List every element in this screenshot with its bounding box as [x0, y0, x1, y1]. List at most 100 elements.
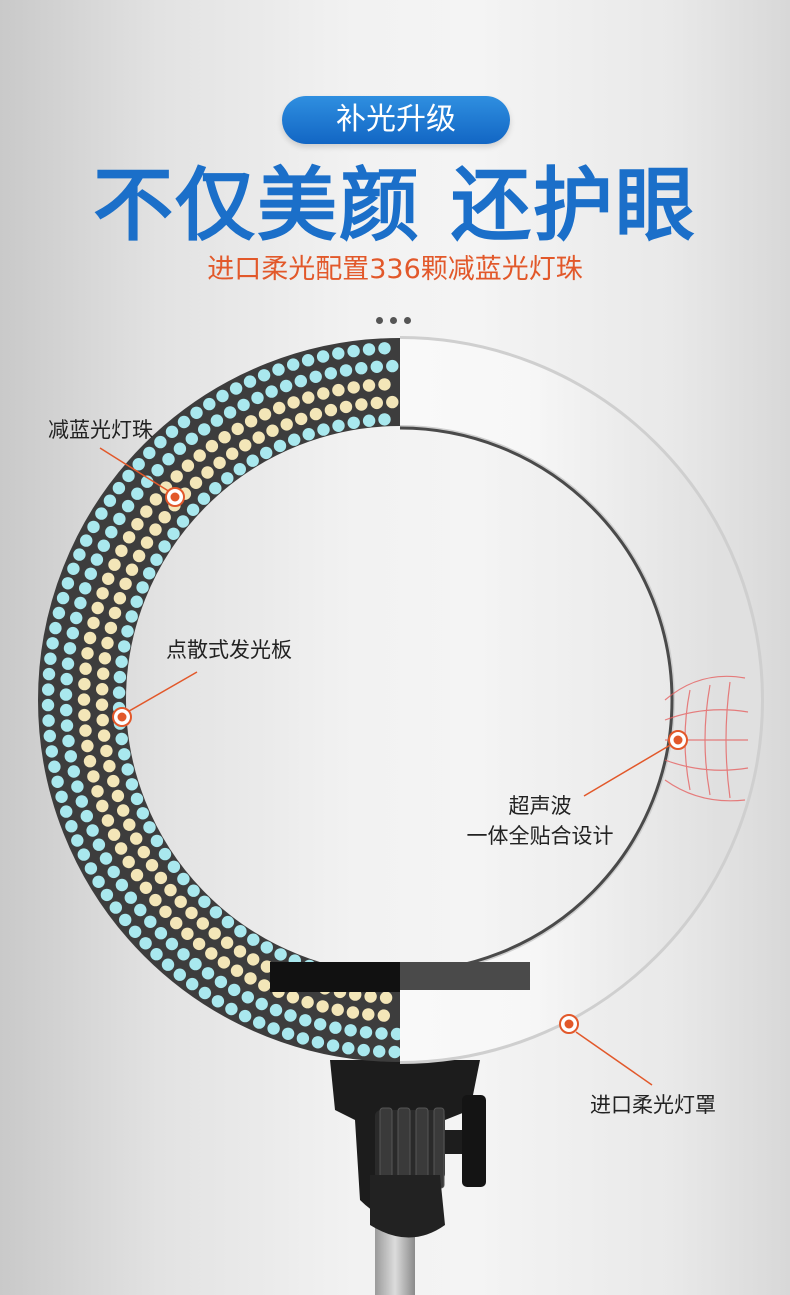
led-bead [186, 503, 200, 516]
led-bead [113, 670, 127, 684]
led-bead [100, 888, 114, 902]
led-bead [118, 640, 131, 653]
led-bead [71, 834, 84, 847]
led-bead [130, 868, 144, 882]
led-bead [198, 895, 211, 908]
led-bead [246, 454, 259, 467]
led-bead [309, 407, 323, 421]
led-bead [131, 518, 144, 531]
led-bead [62, 734, 75, 748]
led-bead [150, 553, 163, 566]
led-bead [379, 991, 393, 1004]
led-bead [41, 698, 55, 712]
led-bead [177, 415, 191, 429]
led-bead [79, 582, 92, 595]
led-bead [288, 433, 301, 446]
callout-ultrasonic-line1: 超声波 [508, 794, 572, 818]
led-bead [280, 418, 293, 431]
led-bead [101, 814, 115, 827]
led-bead [309, 370, 322, 383]
led-bead [302, 428, 315, 441]
led-bead [332, 383, 345, 397]
led-bead [112, 686, 126, 699]
led-bead [302, 391, 315, 404]
pagination-dots [376, 317, 416, 325]
led-bead [257, 369, 271, 382]
led-bead [177, 948, 190, 961]
led-bead [134, 903, 147, 917]
led-bead [274, 948, 287, 961]
led-bead [159, 905, 172, 918]
led-bead [162, 453, 175, 466]
led-bead [317, 387, 330, 400]
led-bead [83, 755, 97, 768]
led-bead [117, 804, 130, 817]
led-bead [95, 698, 109, 711]
led-bead [107, 774, 120, 788]
led-bead [214, 975, 228, 989]
led-bead [97, 729, 111, 742]
led-bead [210, 414, 224, 427]
led-bead [59, 688, 73, 701]
led-bead [370, 396, 383, 410]
led-bead [238, 1009, 252, 1023]
led-bead [143, 567, 156, 580]
led-bead [118, 748, 131, 761]
led-bead [67, 562, 80, 575]
led-bead [45, 745, 58, 758]
led-bead [331, 1003, 344, 1016]
led-bead [101, 636, 114, 650]
led-bead [244, 972, 257, 985]
page-subtitle: 进口柔光配置336颗减蓝光灯珠 [207, 254, 583, 285]
led-bead [78, 677, 91, 691]
led-bead [141, 475, 154, 488]
led-bead [190, 406, 203, 419]
led-bead [124, 891, 137, 904]
led-bead [119, 577, 132, 590]
led-bead [170, 916, 183, 930]
knob-stem [445, 1130, 465, 1154]
led-bead [279, 379, 293, 393]
led-bead [42, 683, 55, 696]
led-bead [136, 581, 149, 594]
led-bead [241, 991, 254, 1004]
led-bead [170, 470, 183, 483]
led-bead [66, 626, 80, 640]
led-bead [154, 871, 168, 885]
led-bead [258, 979, 271, 992]
led-bead [273, 401, 286, 415]
led-bead [185, 432, 198, 445]
led-bead [51, 775, 64, 788]
led-bead [77, 848, 91, 861]
led-bead [115, 878, 129, 892]
led-bead [299, 1014, 312, 1027]
led-bead [60, 672, 73, 686]
led-bead [97, 539, 111, 552]
led-bead [357, 1043, 370, 1057]
led-bead [377, 1009, 390, 1022]
led-bead [329, 1021, 342, 1034]
led-bead [221, 915, 235, 929]
led-bead [55, 790, 68, 803]
led-bead [71, 780, 84, 793]
led-bead [362, 343, 376, 356]
led-bead [43, 729, 56, 743]
led-bead [158, 511, 171, 524]
led-bead [355, 398, 368, 411]
led-bead [294, 374, 307, 388]
callout-led-beads: 减蓝光灯珠 [48, 418, 153, 442]
led-bead [90, 553, 104, 566]
led-bead [122, 469, 135, 483]
led-bead [220, 936, 234, 949]
led-bead [87, 520, 100, 534]
led-bead [96, 683, 109, 696]
led-bead [139, 881, 153, 894]
led-beads [41, 342, 400, 1059]
led-bead [347, 416, 360, 429]
led-bead [103, 759, 116, 773]
led-bead [355, 362, 368, 375]
led-bead [316, 350, 330, 363]
led-bead [260, 941, 273, 954]
led-bead [104, 621, 118, 635]
led-bead [96, 799, 109, 813]
